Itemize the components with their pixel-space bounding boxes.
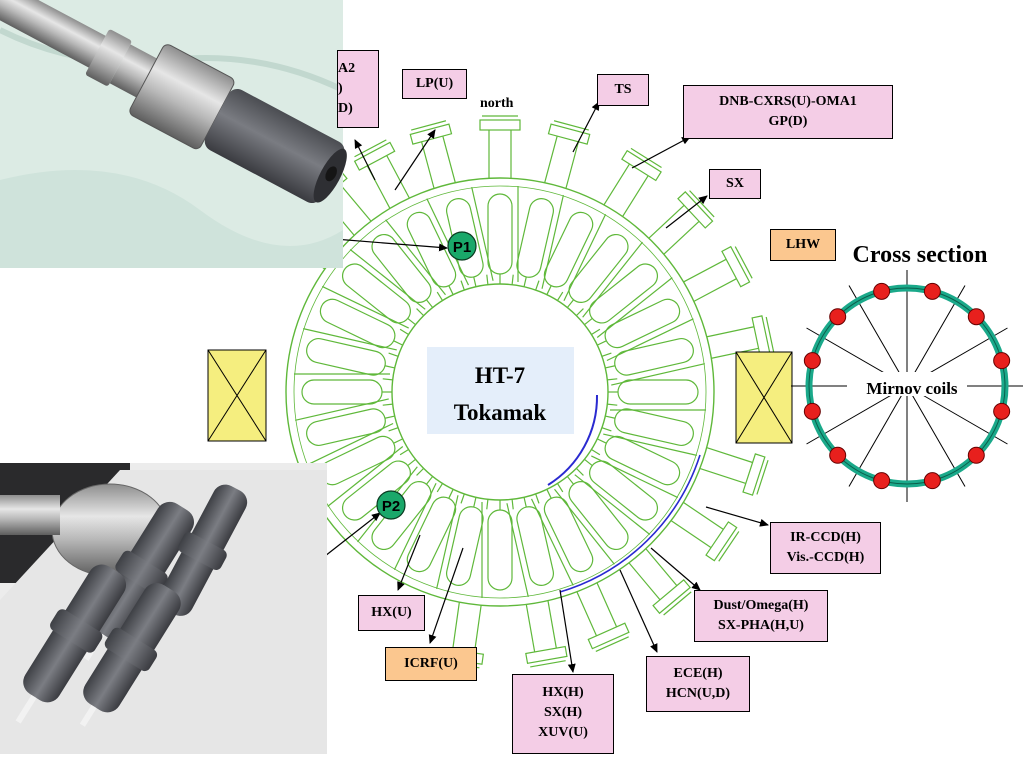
vessel-outer-ring — [285, 177, 715, 607]
center-subtitle: Tokamak — [454, 400, 547, 425]
label-ts: TS — [597, 74, 649, 106]
blue-segment — [547, 394, 599, 486]
blue-outer-segment — [559, 454, 701, 593]
center-label-box — [427, 347, 574, 434]
probe-photo-top — [0, 0, 347, 268]
label-ece: ECE(H)HCN(U,D) — [646, 656, 750, 712]
north-label: north — [480, 96, 514, 111]
probe-p2-label: P2 — [382, 498, 400, 515]
vessel-mid-ring — [293, 185, 707, 599]
label-lhw: LHW — [770, 229, 836, 261]
center-title: HT-7 — [475, 363, 525, 388]
label-ir-ccd: IR-CCD(H)Vis.-CCD(H) — [770, 522, 881, 574]
mirnov-coil-ring — [791, 270, 1023, 502]
cross-section-title: Cross section — [853, 242, 988, 268]
port-drawing — [270, 115, 775, 669]
label-hx-h: HX(H)SX(H)XUV(U) — [512, 674, 614, 754]
label-hx-u: HX(U) — [358, 595, 425, 631]
mirnov-coils-label: Mirnov coils — [866, 379, 958, 398]
probe-p1-marker: P1 — [447, 231, 477, 261]
label-sx: SX — [709, 169, 761, 199]
label-dust-omega: Dust/Omega(H)SX-PHA(H,U) — [694, 590, 828, 642]
probe-photo-bottom — [0, 463, 327, 754]
label-lp: LP(U) — [402, 69, 467, 99]
probe-p1-label: P1 — [453, 239, 471, 256]
probe-p2-marker: P2 — [376, 490, 406, 520]
label-icrf: ICRF(U) — [385, 647, 477, 681]
coil-box-left — [207, 349, 267, 442]
coil-box-right — [735, 351, 793, 444]
label-oma2: A2)D) — [337, 50, 379, 128]
